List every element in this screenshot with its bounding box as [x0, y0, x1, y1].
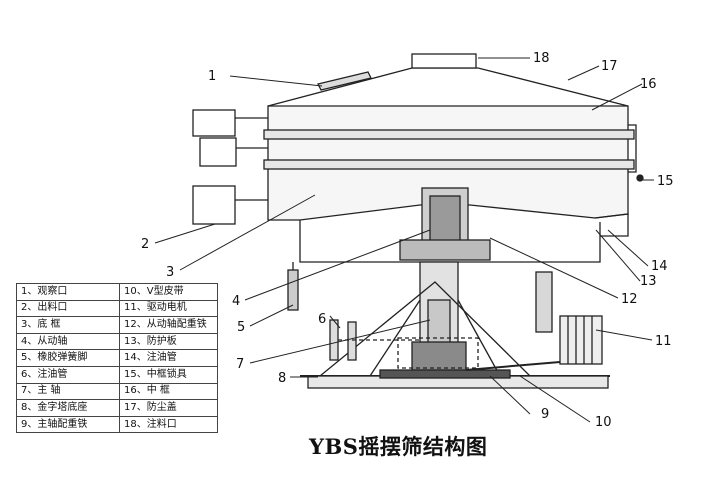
callout-number: 15	[657, 174, 674, 189]
callout-number: 12	[621, 292, 638, 307]
legend-cell: 6、注油管	[16, 365, 120, 384]
legend-cell: 14、注油管	[119, 349, 218, 367]
leader-lines	[154, 57, 654, 423]
legend-cell: 4、从动轴	[16, 332, 120, 351]
legend-cell: 16、中 框	[119, 382, 218, 401]
legend-cell: 3、底 框	[16, 316, 120, 334]
observation-port	[317, 71, 372, 91]
callout-number: 3	[166, 265, 174, 280]
legend-cell: 1、观察口	[16, 283, 120, 301]
discharge-outlets	[192, 109, 268, 225]
drive-motor	[559, 315, 603, 365]
frame-band	[263, 159, 635, 170]
diagram-title: YBS摇摆筛结构图	[309, 434, 488, 459]
callout-number: 7	[236, 357, 244, 372]
callout-number: 6	[318, 312, 326, 327]
legend-cell: 10、V型皮带	[119, 283, 218, 301]
callout-number: 9	[541, 407, 549, 422]
callout-number: 17	[601, 59, 618, 74]
legend-cell: 11、驱动电机	[119, 299, 218, 318]
callout-number: 18	[533, 51, 550, 66]
callout-number: 5	[237, 320, 245, 335]
legend-cell: 5、橡胶弹簧脚	[16, 349, 120, 367]
legend-cell: 7、主 轴	[16, 382, 120, 401]
legend-cell: 8、金字塔底座	[16, 399, 120, 417]
legend-cell: 9、主轴配重铁	[16, 415, 120, 434]
callout-number: 2	[141, 237, 149, 252]
follower-shaft	[535, 271, 553, 333]
callout-number: 16	[640, 77, 657, 92]
rubber-spring-foot	[287, 262, 299, 311]
oil-tube	[329, 319, 339, 361]
callout-number: 13	[640, 274, 657, 289]
shaft-counterweight	[411, 341, 467, 375]
callout-number: 1	[208, 69, 216, 84]
v-belt	[465, 361, 561, 371]
callout-number: 10	[595, 415, 612, 430]
legend-cell: 18、注料口	[119, 415, 218, 434]
callout-number: 14	[651, 259, 668, 274]
callout-number: 11	[655, 334, 672, 349]
feed-inlet	[411, 53, 477, 69]
callout-number: 8	[278, 371, 286, 386]
frame-lock	[628, 124, 637, 173]
legend-cell: 13、防护板	[119, 332, 218, 351]
legend-cell: 15、中框锁具	[119, 365, 218, 384]
legend-cell: 17、防尘盖	[119, 399, 218, 417]
frame-band	[263, 129, 635, 140]
pyramid-base	[319, 281, 531, 377]
legend-cell: 12、从动轴配重铁	[119, 316, 218, 334]
callout-number: 4	[232, 294, 240, 309]
legend-cell: 2、出料口	[16, 299, 120, 318]
